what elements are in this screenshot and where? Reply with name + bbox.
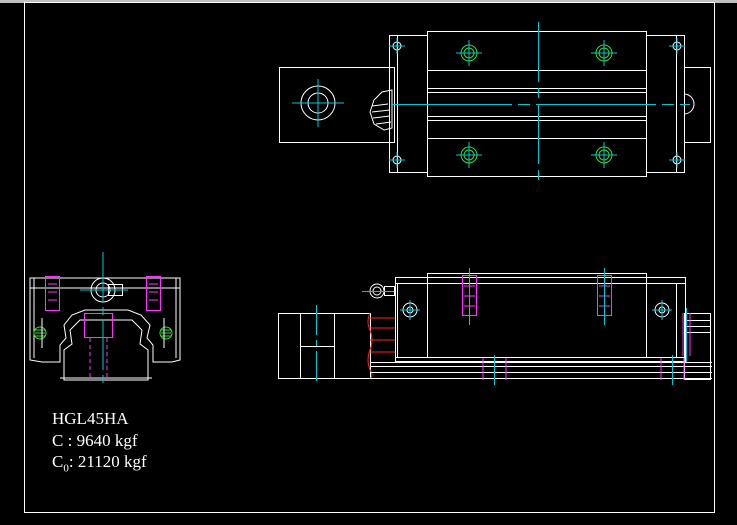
front-view — [29, 252, 181, 385]
side-view-tapped-holes — [462, 275, 691, 380]
static-load-label: C — [52, 452, 64, 471]
static-load-separator: : — [68, 452, 74, 471]
top-view-grease-nipple — [369, 89, 393, 131]
dynamic-load-label: C — [52, 431, 64, 450]
front-view-rail — [63, 319, 149, 381]
top-view-end-screws — [389, 38, 685, 168]
dynamic-load-value: 9640 kgf — [76, 431, 138, 450]
dynamic-load-rating: C : 9640 kgf — [52, 432, 138, 449]
static-load-subscript: 0 — [63, 462, 69, 475]
top-view — [279, 22, 711, 186]
static-load-rating: C0: 21120 kgf — [52, 453, 147, 474]
drawing-border — [24, 2, 715, 513]
front-view-bolts — [45, 276, 161, 378]
front-view-block-outline — [29, 277, 181, 363]
front-view-side-seals — [33, 326, 173, 340]
side-view-block — [395, 277, 686, 362]
top-view-mount-holes — [456, 40, 617, 168]
static-load-value: 21120 kgf — [77, 452, 147, 471]
model-name: HGL45HA — [52, 409, 129, 428]
side-view — [278, 268, 712, 385]
window-top-strip — [0, 0, 737, 3]
dynamic-load-separator: : — [67, 431, 73, 450]
